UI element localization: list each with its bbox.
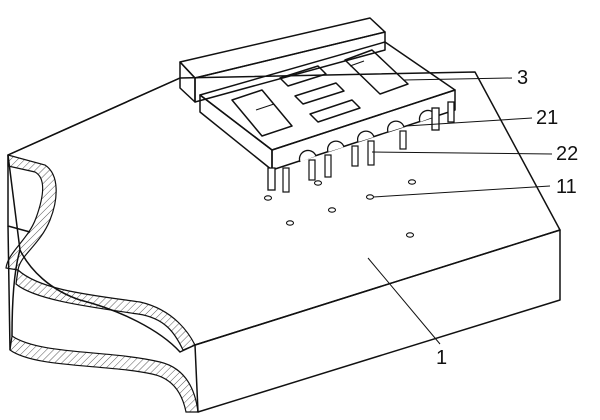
label-part-22: 22	[556, 143, 578, 165]
holder-windows	[231, 49, 409, 137]
holder-legs	[267, 101, 455, 191]
section-hatch-upper	[5, 154, 57, 271]
section-hatch-lower	[15, 268, 196, 351]
label-part-21: 21	[536, 107, 558, 129]
leader-lines	[367, 77, 553, 345]
label-part-3: 3	[517, 67, 528, 89]
base-plate	[5, 71, 561, 413]
positioning-pins	[282, 130, 407, 193]
label-part-11: 11	[556, 176, 577, 198]
label-part-1: 1	[436, 347, 447, 369]
section-hatch-bottom	[9, 334, 199, 413]
holder-frame	[179, 17, 456, 193]
front-arches	[298, 109, 437, 163]
